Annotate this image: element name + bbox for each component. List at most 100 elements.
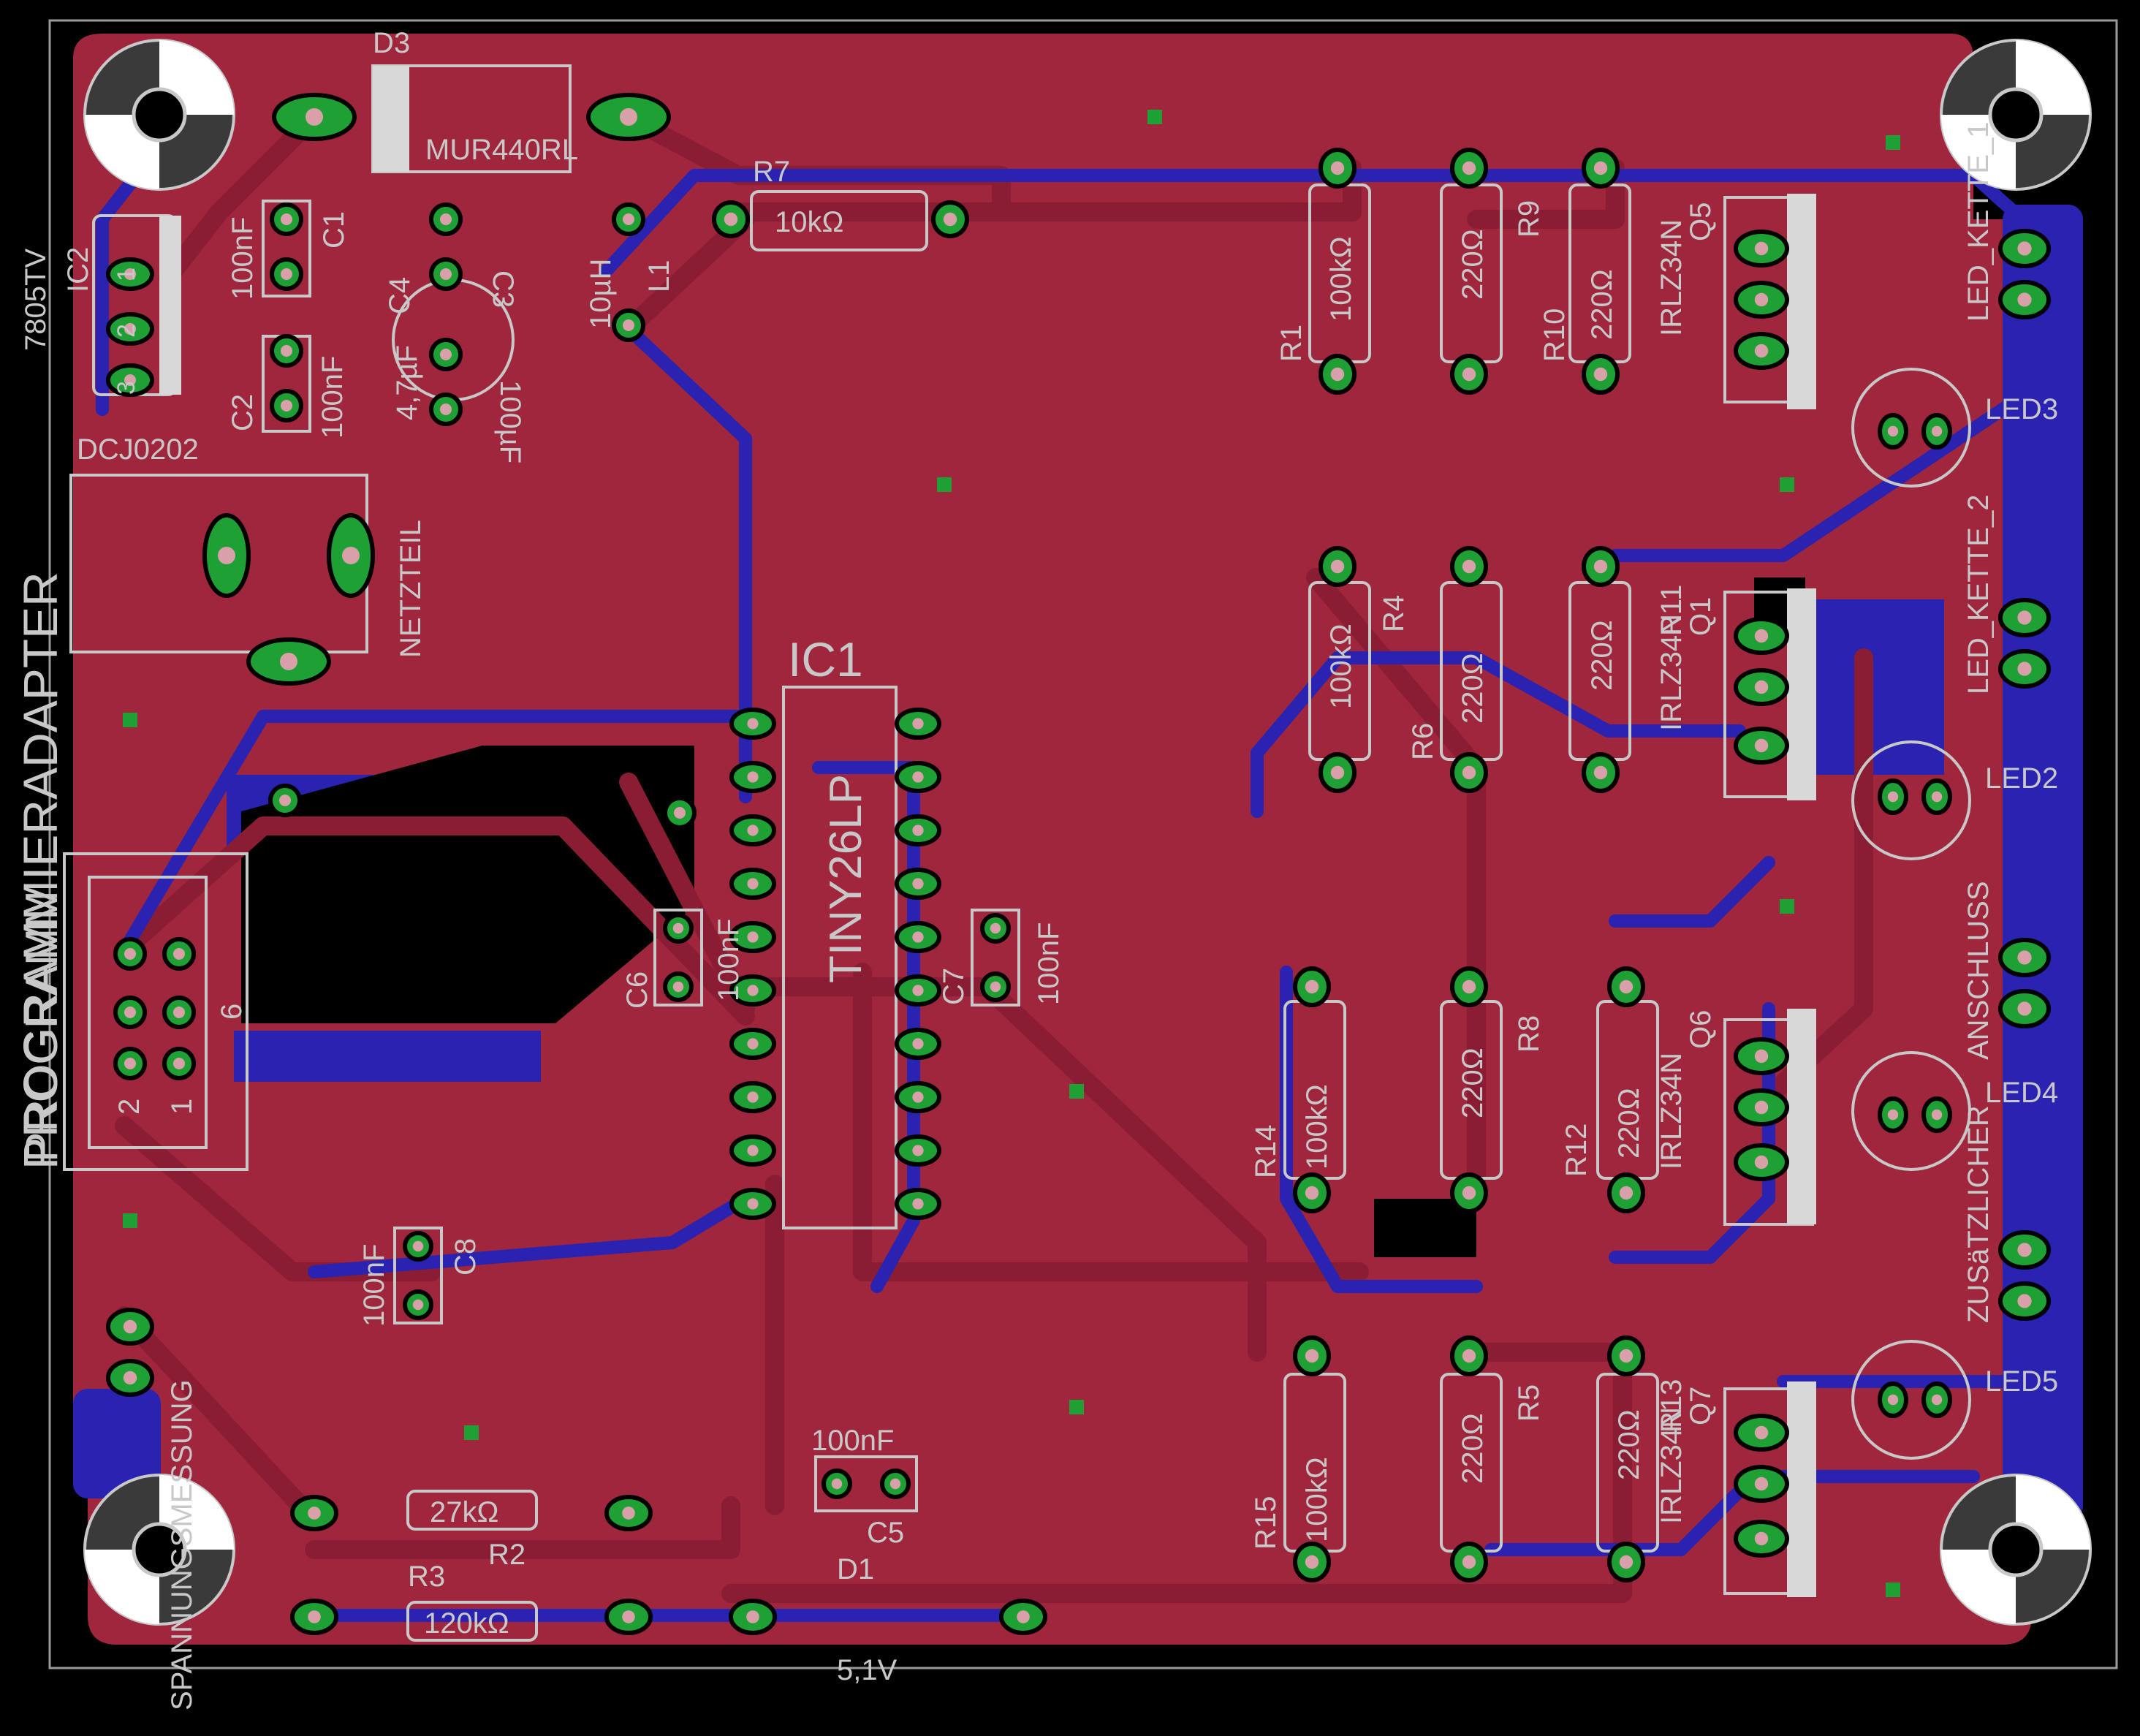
transistor-pad-drill bbox=[1754, 1049, 1769, 1064]
ic1-pin-drill bbox=[912, 931, 924, 943]
ic1-pin-drill bbox=[747, 1145, 759, 1156]
label-q7-name: Q7 bbox=[1685, 1387, 1717, 1425]
label-r15-value: 100kΩ bbox=[1301, 1457, 1333, 1542]
ic2-pin-drill bbox=[124, 323, 136, 335]
led-pad-drill bbox=[1931, 1109, 1943, 1121]
transistor-pad-drill bbox=[1754, 680, 1769, 694]
ic1-pin-drill bbox=[912, 1145, 924, 1156]
resistor-pad-drill bbox=[1619, 1186, 1634, 1200]
header-pad-drill bbox=[124, 1058, 136, 1069]
via bbox=[1780, 899, 1794, 914]
label-c7-value: 100nF bbox=[1033, 922, 1065, 1005]
label-prog-pin1: 1 bbox=[166, 1099, 198, 1115]
diode-pad-drill bbox=[306, 108, 323, 126]
label-r13-value: 220Ω bbox=[1613, 1409, 1645, 1480]
diode-pad-drill bbox=[620, 108, 637, 126]
transistor-pad-drill bbox=[1754, 1155, 1769, 1170]
inductor-pad-drill bbox=[623, 213, 634, 225]
resistor-pad-drill bbox=[1305, 1186, 1319, 1200]
label-ic2-value: 7805TV bbox=[20, 249, 52, 351]
axial-pad-drill bbox=[622, 1610, 635, 1623]
label-c1-name: C1 bbox=[318, 211, 350, 249]
label-r15-name: R15 bbox=[1250, 1496, 1282, 1550]
label-ic2-pin3: 3 bbox=[113, 381, 140, 395]
mounting-hole-bottom-right bbox=[1940, 1474, 2092, 1626]
label-d1-value: 5,1V bbox=[837, 1654, 898, 1686]
label-r4-value: 100kΩ bbox=[1325, 623, 1357, 709]
cap-pad-drill bbox=[281, 268, 292, 280]
label-r14-value: 100kΩ bbox=[1301, 1084, 1333, 1170]
label-led5: LED5 bbox=[1985, 1365, 2058, 1398]
ic1-pin-drill bbox=[747, 931, 759, 943]
label-r6-value: 220Ω bbox=[1457, 653, 1489, 724]
transistor-pad-drill bbox=[1754, 1531, 1769, 1546]
label-ic1-name: IC1 bbox=[788, 632, 863, 686]
cap-pad-drill bbox=[412, 1240, 424, 1252]
via bbox=[1147, 110, 1162, 124]
resistor-pad-drill bbox=[943, 212, 957, 227]
header-pad-drill bbox=[124, 1007, 136, 1018]
transistor-tabs bbox=[159, 66, 1816, 1597]
axial-pad-drill bbox=[308, 1610, 321, 1623]
header-pad-drill bbox=[123, 1319, 137, 1334]
resistor-pad-drill bbox=[1330, 367, 1345, 382]
via bbox=[123, 1213, 137, 1228]
header-pad-drill bbox=[173, 1058, 185, 1069]
resistor-pad-drill bbox=[1462, 559, 1476, 574]
resistor-pad-drill bbox=[1619, 1555, 1634, 1569]
label-q1-name: Q1 bbox=[1685, 597, 1717, 636]
header-pad-drill bbox=[124, 948, 136, 960]
mounting-hole-top-left bbox=[83, 39, 235, 191]
label-r7-name: R7 bbox=[753, 156, 790, 188]
label-c3-name: C3 bbox=[487, 270, 519, 308]
label-l1-name: L1 bbox=[643, 260, 675, 293]
label-anschluss: ANSCHLUSS bbox=[1962, 881, 1995, 1060]
label-q7-value: IRLZ34N bbox=[1655, 1407, 1688, 1524]
axial-pad-drill bbox=[746, 1610, 759, 1623]
label-led2: LED2 bbox=[1985, 762, 2058, 795]
cap-pad-drill bbox=[990, 922, 1001, 934]
cap-pad-drill bbox=[281, 345, 292, 357]
resistor-pad-drill bbox=[1305, 1349, 1319, 1363]
cap-pad-drill bbox=[440, 268, 452, 280]
mounting-hole-top-right bbox=[1940, 39, 2092, 191]
via bbox=[1780, 477, 1794, 492]
resistor-pad-drill bbox=[1305, 979, 1319, 994]
via bbox=[1886, 1583, 1900, 1597]
cap-pad-drill bbox=[281, 400, 292, 412]
label-r1-name: R1 bbox=[1275, 325, 1308, 362]
label-c2-name: C2 bbox=[227, 394, 259, 431]
inductor-pad-drill bbox=[623, 319, 634, 331]
label-r10-value: 220Ω bbox=[1586, 269, 1618, 340]
connector-pad-drill bbox=[2017, 610, 2032, 625]
connector-pad-drill bbox=[2017, 662, 2032, 676]
label-d1-name: D1 bbox=[837, 1553, 874, 1585]
label-r5-value: 220Ω bbox=[1457, 1413, 1489, 1484]
ic1-pin-drill bbox=[912, 1198, 924, 1210]
label-q5-value: IRLZ34N bbox=[1655, 219, 1688, 336]
label-side-programmieradapter: PROGRAMMIERADAPTER bbox=[13, 572, 67, 1170]
jack-pad-drill bbox=[218, 547, 235, 564]
label-q6-value: IRLZ34N bbox=[1655, 1053, 1688, 1170]
resistor-pad-drill bbox=[1330, 161, 1345, 175]
silkscreen-labels: PROGRAMMIERADAPTER IC1 TINY26LP IC2 7805… bbox=[13, 27, 2058, 1710]
label-ic2-pin2: 2 bbox=[113, 324, 140, 338]
header-pad-drill bbox=[173, 948, 185, 960]
label-r3-name: R3 bbox=[408, 1561, 445, 1593]
label-r11-name: R11 bbox=[1655, 585, 1688, 636]
led-pad-drill bbox=[1931, 425, 1943, 437]
ic1-pin-drill bbox=[912, 1038, 924, 1050]
label-programm: PROGRAMM bbox=[17, 890, 67, 1162]
cap-pad-drill bbox=[889, 1478, 901, 1490]
via bbox=[937, 477, 952, 492]
label-dcj: DCJ0202 bbox=[77, 433, 199, 466]
transistor-pad-drill bbox=[1754, 1100, 1769, 1115]
label-led3: LED3 bbox=[1985, 393, 2058, 425]
via bbox=[1886, 135, 1900, 150]
ic1-pin-drill bbox=[912, 878, 924, 890]
label-r1-value: 100kΩ bbox=[1325, 236, 1357, 322]
transistor-pad-drill bbox=[1754, 241, 1769, 256]
copper-pour-top bbox=[73, 34, 2032, 1645]
ic1-pin-drill bbox=[747, 985, 759, 996]
led-pad-drill bbox=[1887, 1109, 1899, 1121]
